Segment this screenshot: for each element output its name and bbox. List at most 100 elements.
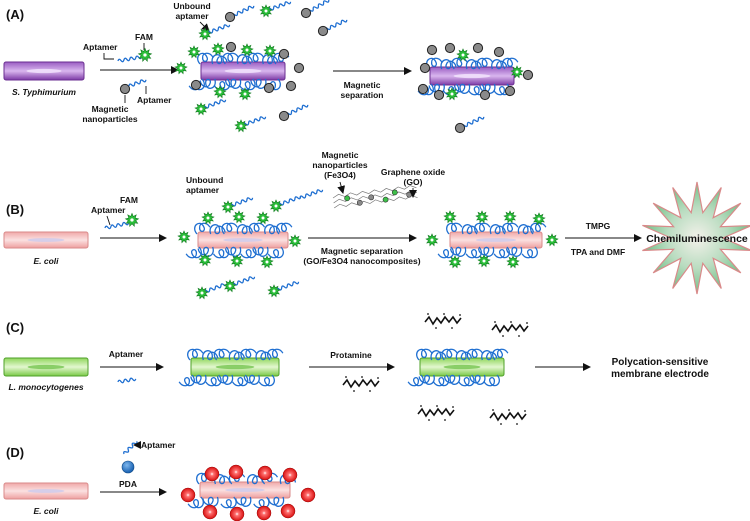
fam-dye-icon-center <box>461 53 465 57</box>
bound-aptamer-bottom-icon <box>458 374 475 387</box>
fam-dye-icon-center <box>265 260 269 264</box>
bound-aptamer-bottom-icon <box>493 246 510 259</box>
bound-aptamer-bottom-icon <box>197 246 214 257</box>
magnetic-nanoparticle-icon <box>433 89 445 101</box>
bound-aptamer-top-icon <box>517 224 535 235</box>
free-aptamer-strand-icon <box>461 116 485 128</box>
bound-aptamer-bottom-icon <box>437 246 454 259</box>
magnetic-nanoparticle-icon <box>417 83 429 95</box>
bound-aptamer-bottom-icon <box>216 374 234 385</box>
protamine-charge-dot <box>436 405 438 407</box>
protamine-backbone <box>489 411 527 422</box>
panel-a-magnetic-nanoparticles-label-line-1: Magnetic <box>92 104 129 114</box>
bound-aptamer-top-icon <box>502 57 519 70</box>
fam-dye-icon-center <box>293 239 297 243</box>
fam-dye-icon-center <box>261 216 265 220</box>
protamine-charge-dot <box>435 327 437 329</box>
panel-b-unbound-aptamer-label-line-1: Unbound <box>186 175 223 185</box>
fam-dye-icon-center <box>515 70 519 74</box>
panel-b-magnetic-np-label-line-2: nanoparticles <box>312 160 368 170</box>
magnetic-nanoparticle-icon <box>300 7 312 19</box>
protamine-charge-dot <box>369 390 371 392</box>
panel-b-graphene-oxide-label-line-2: (GO) <box>404 177 423 187</box>
panel-b-magnetic-separation-label-line-1: Magnetic separation <box>321 246 403 256</box>
bound-aptamer-top-icon <box>247 52 265 65</box>
bound-aptamer-top-icon <box>502 222 519 235</box>
protamine-backbone <box>424 315 462 326</box>
panel-d-bound-bacterium <box>199 481 291 499</box>
bound-aptamer-top-icon <box>492 348 509 361</box>
bound-aptamer-bottom-icon <box>267 246 284 259</box>
fam-dye-icon-center <box>239 124 243 128</box>
bound-aptamer-top-icon <box>264 224 281 235</box>
fam-dye-icon-center <box>480 215 484 219</box>
s-typhimurium-label: S. Typhimurium <box>12 87 76 97</box>
panel-b-bound-bacterium <box>197 231 289 249</box>
fam-dye-icon-center <box>200 291 204 295</box>
bound-aptamer-bottom-icon <box>477 246 495 257</box>
fam-dye-icon-center <box>482 259 486 263</box>
panel-a-bound-bacterium <box>200 61 286 81</box>
panel-b-fam-label: FAM <box>120 195 138 205</box>
panel-a-separated-bacterium <box>429 66 515 86</box>
protamine-charge-dot <box>526 322 528 324</box>
magnetic-nanoparticle-icon <box>454 122 466 134</box>
magnetic-nanoparticle-icon <box>444 42 456 54</box>
bound-aptamer-bottom-icon <box>202 496 219 507</box>
bound-aptamer-bottom-icon <box>240 246 257 259</box>
protamine-charge-dot <box>492 409 494 411</box>
free-aptamer-strand-icon <box>285 104 309 116</box>
fam-dye-icon-center <box>450 92 454 96</box>
panel-a-bound-bacterium-core <box>224 68 262 74</box>
panel-c-label: (C) <box>6 320 24 335</box>
bound-aptamer-bottom-icon <box>258 374 275 387</box>
panel-a-unbound-aptamer-label-1: Unbound <box>173 1 210 11</box>
bound-aptamer-bottom-icon <box>252 246 269 257</box>
e-coli-bacterium-b <box>3 231 89 249</box>
bound-aptamer-bottom-icon <box>449 246 467 257</box>
l-monocytogenes-label: L. monocytogenes <box>8 382 83 392</box>
polycation-electrode-label-line-1: Polycation-sensitive <box>612 357 709 368</box>
fam-dye-icon-center <box>264 9 268 13</box>
bound-aptamer-top-icon <box>489 224 507 235</box>
magnetic-nanoparticle-icon <box>504 85 516 97</box>
bound-aptamer-bottom-icon <box>185 246 202 259</box>
red-pda-particle-icon <box>228 464 244 480</box>
panel-a-fam-label: FAM <box>135 32 153 42</box>
fam-dye-icon-center <box>243 92 247 96</box>
bound-aptamer-bottom-icon <box>267 496 285 507</box>
panel-c-bound-bacterium-core <box>215 364 255 370</box>
bound-aptamer-bottom-icon <box>212 246 230 259</box>
fam-dye-icon-center <box>206 216 210 220</box>
panel-a-unbound-pointer <box>199 21 210 32</box>
magnetic-nanoparticle-icon <box>263 82 275 94</box>
bound-aptamer-bottom-icon <box>224 78 242 89</box>
magnetic-nanoparticle-icon <box>472 42 484 54</box>
magnetic-nanoparticle-icon <box>278 110 290 122</box>
bound-aptamer-top-icon <box>228 350 246 361</box>
bound-aptamer-bottom-icon <box>231 374 249 387</box>
bound-aptamer-bottom-icon <box>243 374 260 385</box>
fam-dye-icon-center <box>203 258 207 262</box>
protamine-charge-dot <box>500 423 502 425</box>
panel-d-label: (D) <box>6 445 24 460</box>
bound-aptamer-bottom-icon <box>190 374 207 385</box>
panel-b-magnetic-np-label-line-1: Magnetic <box>322 150 359 160</box>
graphene-lattice-line <box>334 195 418 209</box>
panel-c-aptamer-label: Aptamer <box>109 349 144 359</box>
bound-aptamer-top-icon <box>276 222 293 235</box>
composite-particle <box>368 194 375 201</box>
fam-dye-icon-center <box>508 215 512 219</box>
red-pda-particle-icon <box>257 465 273 481</box>
bound-aptamer-top-icon <box>416 348 433 361</box>
bound-aptamer-bottom-icon <box>235 496 252 507</box>
protamine-charge-dot <box>452 406 454 408</box>
panel-b-magnetic-separation-label-line-2: (GO/Fe3O4 nanocomposites) <box>303 256 420 266</box>
protamine-chain-icon <box>489 409 527 425</box>
polycation-electrode-label-line-2: membrane electrode <box>611 369 709 380</box>
panel-a-aptamer-pointer <box>103 53 114 60</box>
protamine-charge-dot <box>516 423 518 425</box>
s-typhimurium-bacterium-core <box>26 68 62 74</box>
fam-dye-icon-center <box>245 48 249 52</box>
bound-aptamer-top-icon <box>267 348 284 361</box>
